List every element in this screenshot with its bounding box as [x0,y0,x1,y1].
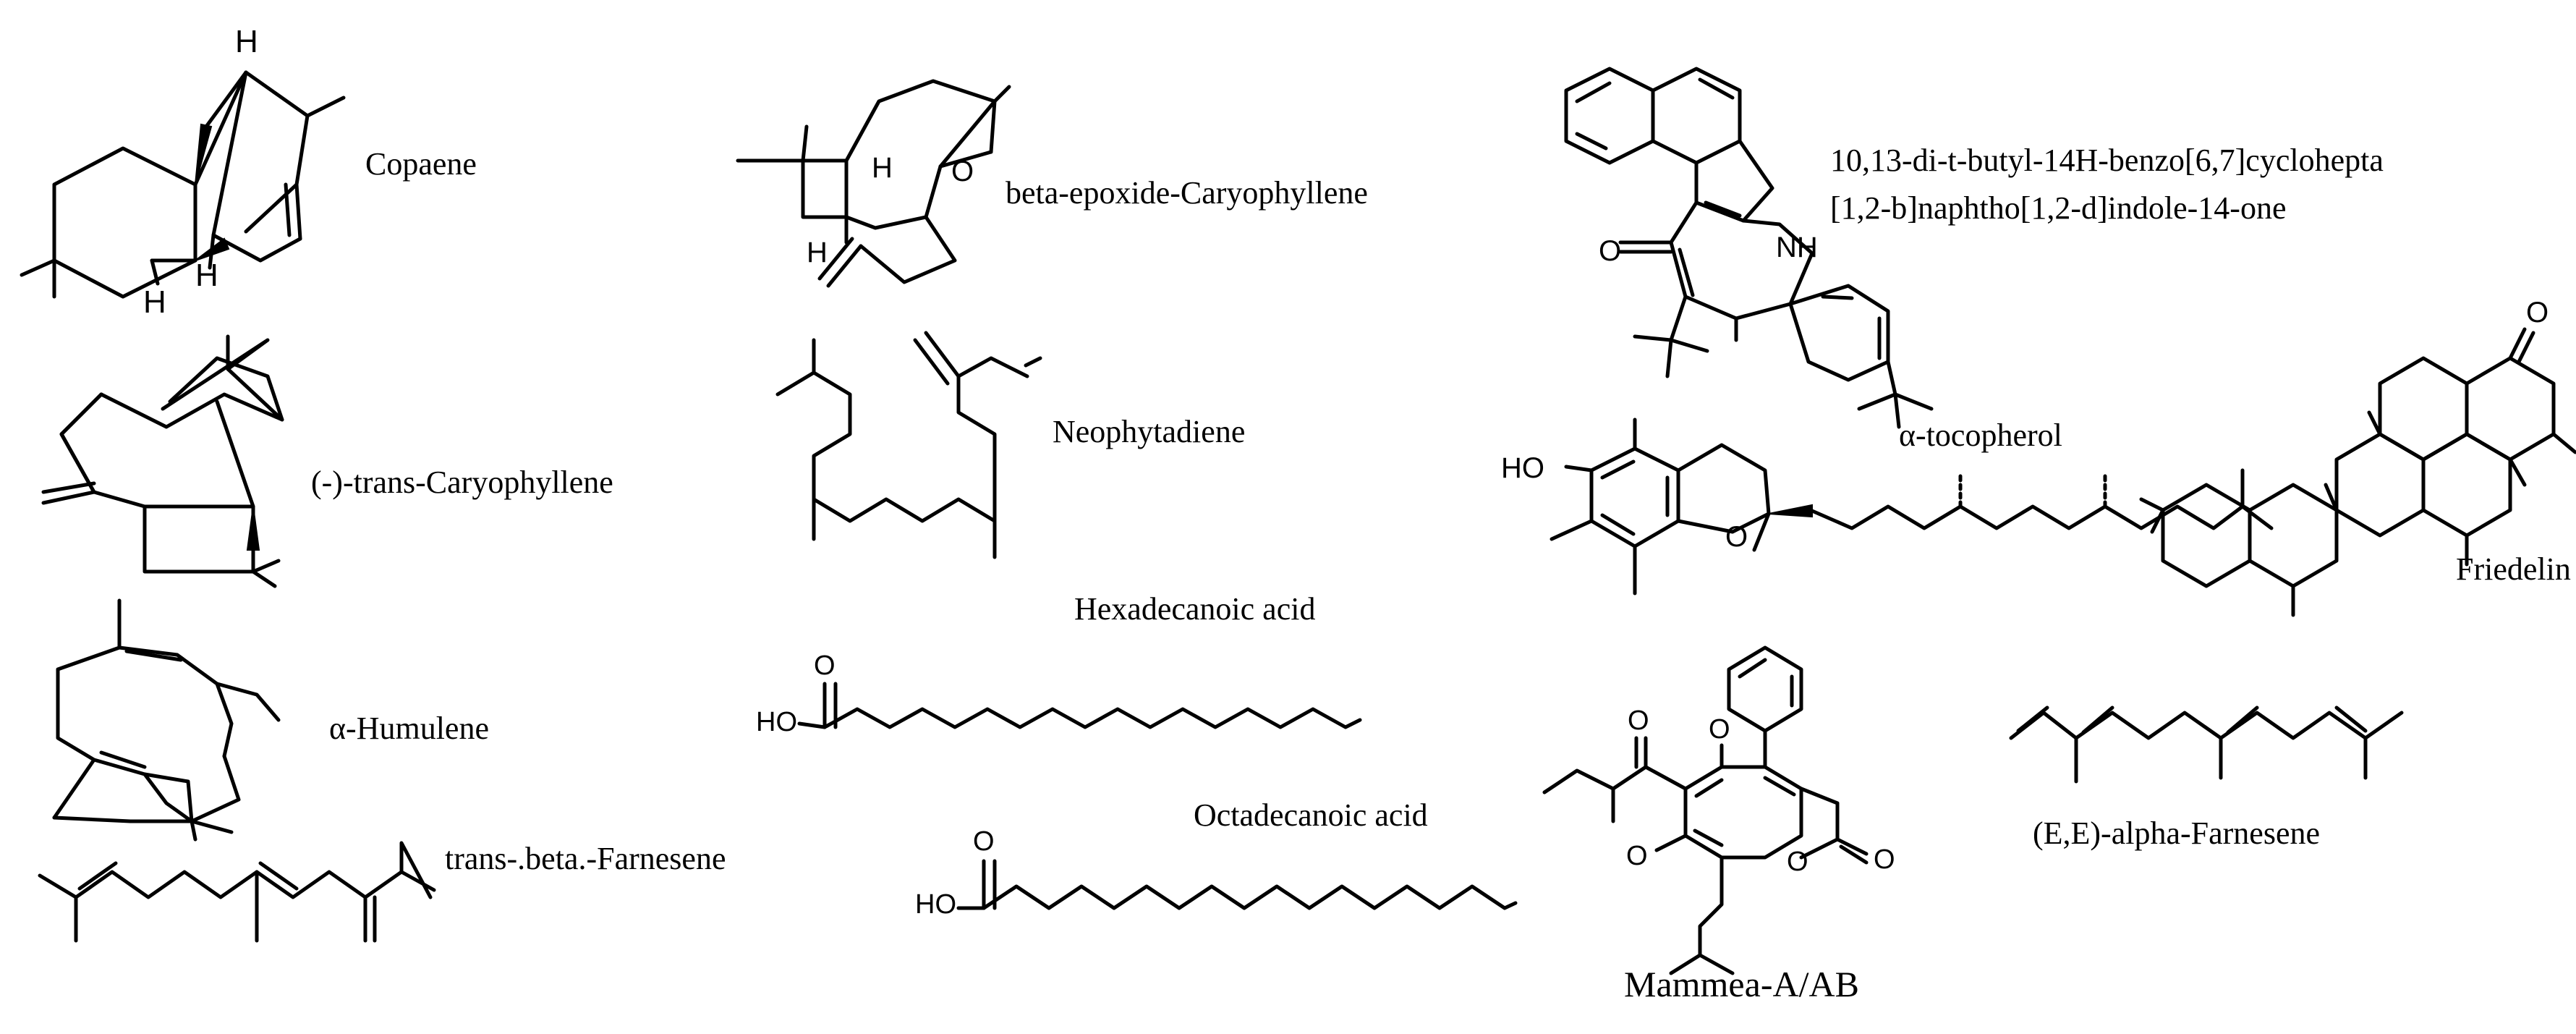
mammea-o-2: O [1709,714,1730,745]
copaene-structure: H H H [20,24,346,320]
copaene-h-bottom-right: H [195,258,218,293]
label-trans-beta-farnesene: trans-.beta.-Farnesene [445,841,726,876]
trans-beta-farnesene-structure [38,841,436,943]
epoxide-o: O [951,156,974,187]
label-indolone-line2: [1,2-b]naphtho[1,2-d]indole-14-one [1830,190,2287,226]
tocopherol-ho: HO [1501,452,1544,484]
indolone-o: O [1599,235,1621,267]
trans-caryophyllene-structure [41,334,284,588]
label-beta-epoxide-caryophyllene: beta-epoxide-Caryophyllene [1006,175,1368,211]
copaene-h-bottom-left: H [143,284,166,320]
mammea-o-5: O [1874,844,1895,875]
label-neophytadiene: Neophytadiene [1053,414,1246,449]
alpha-humulene-structure [52,598,281,842]
tocopherol-o: O [1725,521,1748,553]
mammea-o-4: O [1787,847,1808,877]
hexadecanoic-acid-structure: O HO [756,651,1362,737]
benzocyclohepta-indolone-structure: NH O [1564,67,1934,429]
indolone-nh: NH [1776,232,1818,263]
friedelin-o: O [2526,297,2549,329]
hexadecanoic-ho: HO [756,707,797,737]
alpha-tocopherol-structure: HO O [1501,418,2274,596]
label-alpha-humulene: α-Humulene [329,711,489,746]
mammea-structure: O O O O O [1542,645,1895,975]
mammea-o-1: O [1628,705,1649,736]
label-alpha-tocopherol: α-tocopherol [1899,418,2062,453]
octadecanoic-o: O [973,826,995,857]
e-e-alpha-farnesene-structure [2009,705,2404,784]
octadecanoic-acid-structure: O HO [915,826,1518,920]
friedelin-structure: O [2139,297,2576,617]
beta-epoxide-caryophyllene-structure: H O H [736,79,1011,288]
octadecanoic-ho: HO [915,889,956,920]
label-friedelin: Friedelin [2456,551,2571,587]
label-mammea-a-ab: Mammea-A/AB [1624,964,1859,1004]
label-octadecanoic-acid: Octadecanoic acid [1194,797,1428,833]
label-e-e-alpha-farnesene: (E,E)-alpha-Farnesene [2033,815,2321,851]
label-copaene: Copaene [365,146,477,182]
label-hexadecanoic-acid: Hexadecanoic acid [1074,591,1316,627]
neophytadiene-structure [775,331,1042,559]
copaene-h-top: H [235,24,258,59]
label-indolone-line1: 10,13-di-t-butyl-14H-benzo[6,7]cyclohept… [1830,143,2384,178]
epoxide-h-1: H [872,152,893,184]
label-benzocyclohepta-indolone: 10,13-di-t-butyl-14H-benzo[6,7]cyclohept… [1830,145,2384,224]
label-trans-caryophyllene: (-)-trans-Caryophyllene [311,465,613,500]
hexadecanoic-o: O [814,651,836,681]
mammea-o-3: O [1626,841,1648,871]
epoxide-h-2: H [807,237,828,268]
